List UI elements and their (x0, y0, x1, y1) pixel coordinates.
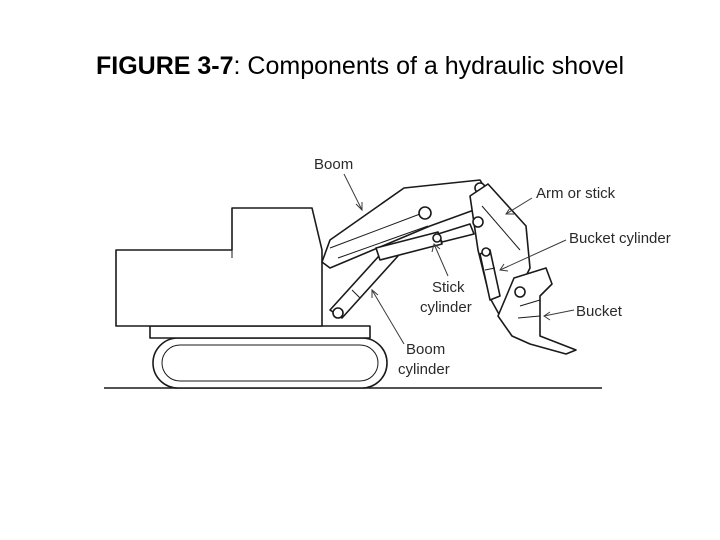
label-bucket-cylinder: Bucket cylinder (569, 230, 671, 247)
label-stick-cylinder-line1: Stick (432, 279, 465, 296)
bucket-cylinder (479, 247, 501, 301)
leader-arrow-bucket (543, 309, 575, 321)
stick-cylinder (375, 223, 475, 261)
label-boom: Boom (314, 156, 353, 173)
boom (321, 179, 491, 269)
label-bucket: Bucket (576, 303, 623, 320)
figure-title-separator: : (233, 52, 241, 80)
turntable-base (149, 325, 371, 339)
leader-arrow-boom-cylinder (371, 288, 405, 345)
label-arm-or-stick: Arm or stick (536, 185, 616, 202)
figure-title: FIGURE 3-7: Components of a hydraulic sh… (0, 52, 720, 81)
upper-body (115, 207, 323, 327)
leader-arrow-boom (343, 173, 363, 212)
leader-arrow-bucket-cylinder (499, 239, 567, 272)
leader-arrow-arm (505, 197, 533, 215)
bucket (497, 267, 577, 355)
crawler-track (152, 337, 388, 389)
figure-caption: Components of a hydraulic shovel (240, 52, 625, 80)
figure-number: FIGURE 3-7 (95, 52, 234, 80)
label-boom-cylinder-line2: cylinder (398, 361, 450, 378)
label-stick-cylinder-line2: cylinder (420, 299, 472, 316)
label-boom-cylinder-line1: Boom (406, 341, 445, 358)
leader-arrow-stick-cylinder (431, 243, 449, 277)
